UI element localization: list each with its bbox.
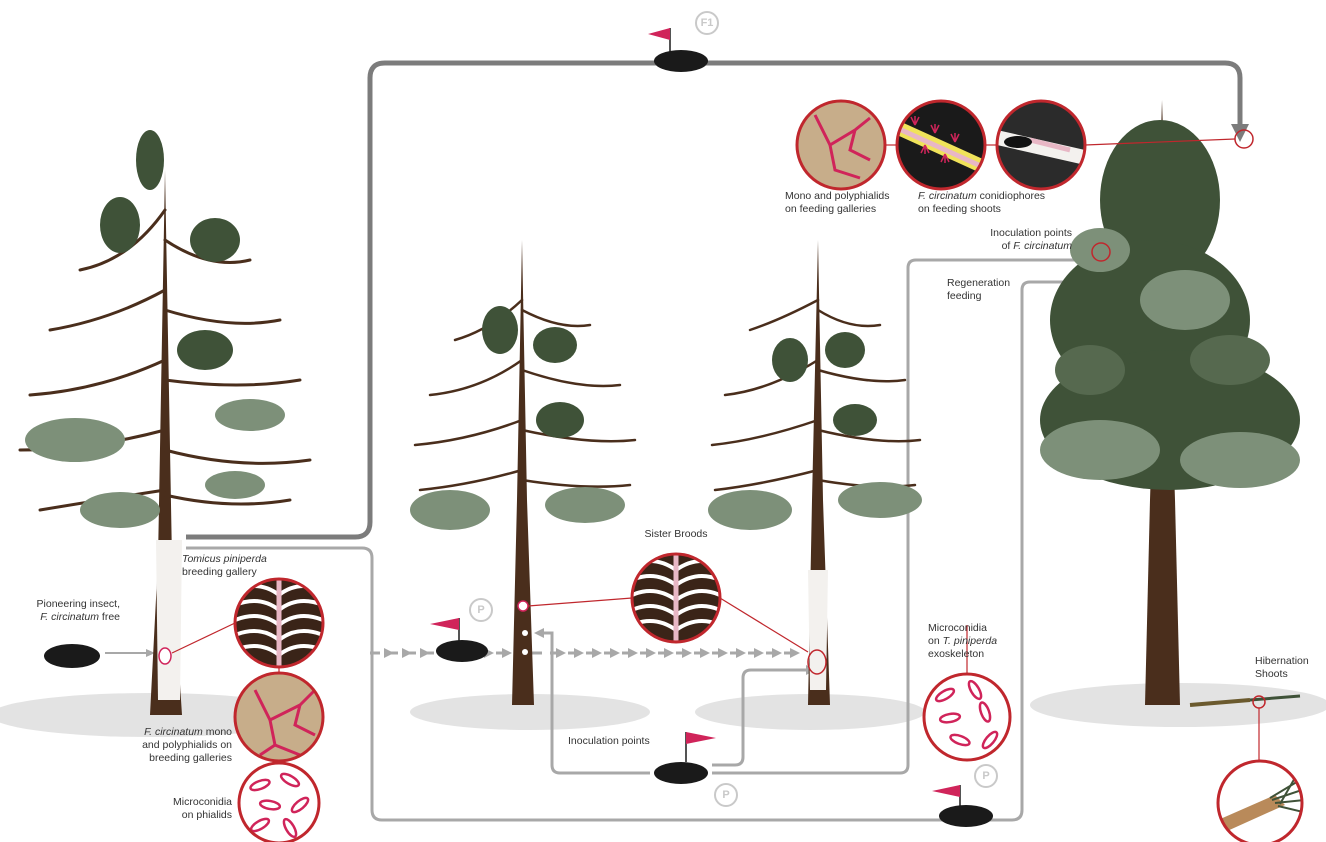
tree-1-infested-pine (18, 130, 312, 715)
f1-arrowhead (1231, 124, 1249, 142)
label-mono-poly-feeding: Mono and polyphialids on feeding galleri… (785, 190, 890, 215)
ground-shadow-2 (410, 694, 650, 730)
gallery-hole-1 (517, 600, 529, 612)
label-fc-mono-breeding: F. circinatum mono and polyphialids on b… (142, 726, 232, 764)
beetle-pioneer (44, 644, 100, 668)
feeding-marker (1091, 242, 1111, 262)
brood-marker (807, 649, 827, 675)
inoculation-path-left (540, 631, 650, 775)
detail-sister-broods (630, 552, 722, 644)
beetle-f1-flag (648, 28, 708, 72)
dashed-arrowheads (384, 648, 800, 658)
label-microconidia-exoskeleton: Microconidia on T. piniperda exoskeleton (928, 622, 998, 660)
badge-p-sister: P (469, 598, 493, 622)
beetle-regeneration-flag (932, 785, 993, 827)
detail-microconidia-phialids (237, 761, 321, 842)
label-inoculation-points: Inoculation points (568, 735, 650, 747)
detail-microconidia-exoskeleton (922, 672, 1012, 762)
tree-4-healthy-pine (1040, 100, 1301, 709)
pioneer-arrowhead (146, 649, 155, 657)
label-inoculation-fc: Inoculation points of F. circinatum (990, 227, 1072, 252)
ground-shadow-3 (695, 694, 925, 730)
label-pioneering-insect: Pioneering insect, F. circinatum free (36, 598, 120, 623)
detail-conidiophores (895, 99, 987, 191)
label-sister-broods: Sister Broods (644, 528, 708, 540)
beetle-inoculation-flag (654, 732, 716, 784)
label-regeneration-feeding: Regeneration feeding (947, 277, 1011, 302)
gallery-hole-2 (522, 630, 528, 636)
label-hibernation-shoots: Hibernation Shoots (1255, 655, 1309, 680)
detail-feeding-beetle (995, 99, 1087, 191)
badge-p-inoculation: P (714, 783, 738, 807)
regeneration-path (712, 258, 1088, 775)
lifecycle-paths (105, 60, 1249, 822)
detail-hibernation-shoot (1216, 759, 1304, 842)
gallery-hole-3 (522, 649, 528, 655)
entry-hole (158, 647, 172, 665)
label-tomicus-gallery: Tomicus piniperda breeding gallery (182, 553, 267, 578)
detail-breeding-gallery (233, 577, 325, 669)
badge-f1: F1 (695, 11, 719, 35)
inoculation-arrow-left (534, 628, 544, 638)
connector-lines (171, 138, 1260, 763)
sister-path (186, 280, 1090, 822)
detail-polyphialids-feeding (795, 99, 887, 191)
label-microconidia-phialids: Microconidia on phialids (173, 796, 232, 821)
badge-p-regeneration: P (974, 764, 998, 788)
tree-3-sister-brood-pine (708, 240, 922, 705)
inoculation-path-right (712, 668, 810, 767)
label-conidiophores: F. circinatum conidiophores on feeding s… (918, 190, 1046, 215)
f1-path (186, 60, 1243, 540)
detail-polyphialids-breeding (233, 671, 325, 763)
tree-2-sister-brood-pine (410, 240, 637, 705)
beetle-sister-flag (430, 618, 488, 662)
hibernation-shoot (1189, 698, 1251, 707)
